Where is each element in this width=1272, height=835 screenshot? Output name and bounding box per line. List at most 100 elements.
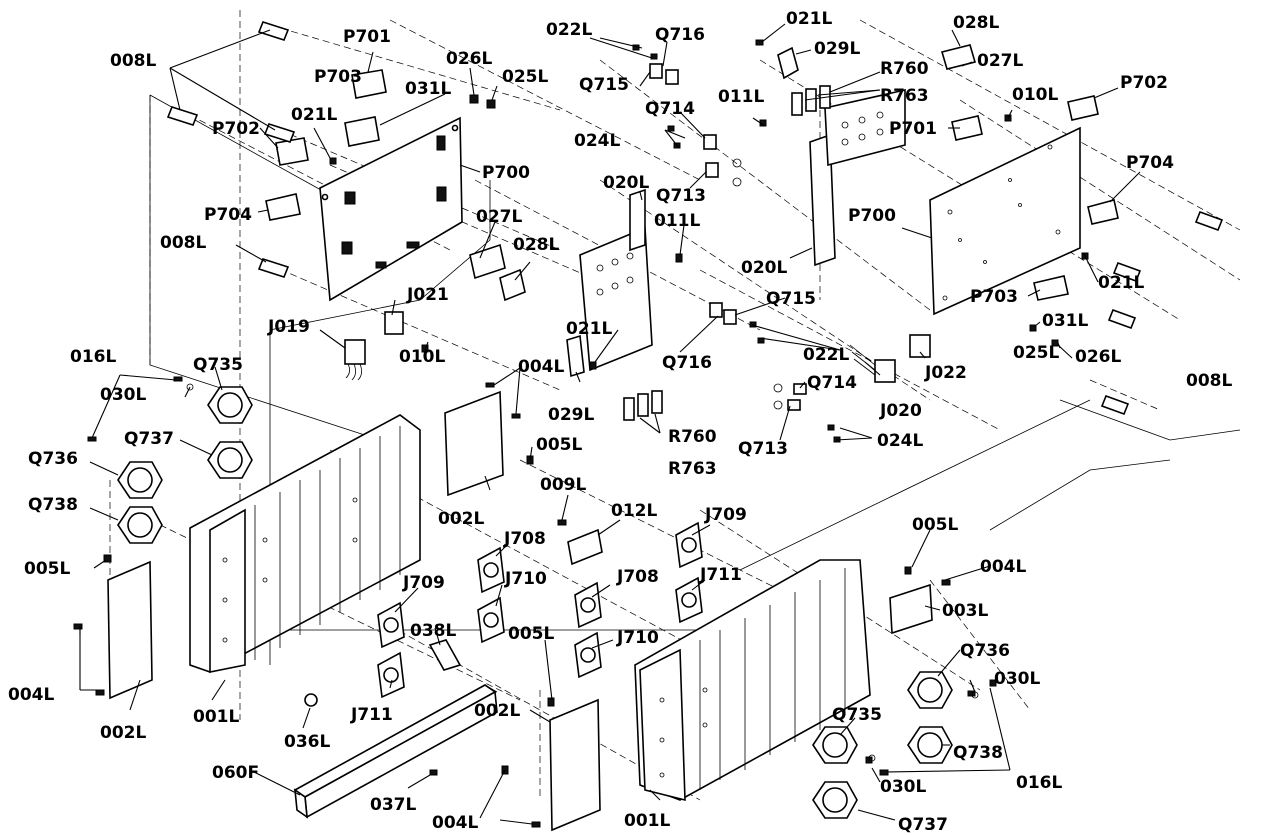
label-j022: J022 (924, 363, 967, 383)
label-001l: 001L (624, 811, 670, 831)
connectors (265, 69, 1119, 301)
label-021l: 021L (291, 105, 337, 125)
pc-board-p700-right (929, 126, 1081, 316)
label-027l: 027L (476, 207, 522, 227)
label-028l: 028L (513, 235, 559, 255)
label-j020: J020 (879, 401, 922, 421)
label-026l: 026L (446, 49, 492, 69)
label-j709: J709 (402, 573, 445, 593)
label-005l: 005L (912, 515, 958, 535)
label-p702: P702 (212, 119, 260, 139)
cable-connectors (344, 311, 931, 383)
label-005l: 005L (24, 559, 70, 579)
label-031l: 031L (1042, 311, 1088, 331)
label-008l: 008L (1186, 371, 1232, 391)
label-016l: 016L (70, 347, 116, 367)
label-j711: J711 (350, 705, 393, 725)
label-021l: 021L (1098, 273, 1144, 293)
label-p704: P704 (1126, 153, 1174, 173)
label-030l: 030L (880, 777, 926, 797)
label-025l: 025L (1013, 343, 1059, 363)
label-j711: J711 (699, 565, 742, 585)
label-024l: 024L (877, 431, 923, 451)
label-004l: 004L (980, 557, 1026, 577)
label-p702: P702 (1120, 73, 1168, 93)
small-transistors (649, 63, 807, 411)
leader-lines (79, 23, 1141, 825)
label-020l: 020L (741, 258, 787, 278)
label-027l: 027L (977, 51, 1023, 71)
label-025l: 025L (502, 67, 548, 87)
label-003l: 003L (942, 601, 988, 621)
label-008l: 008L (110, 51, 156, 71)
label-q735: Q735 (832, 705, 882, 725)
label-031l: 031L (405, 79, 451, 99)
label-024l: 024L (574, 131, 620, 151)
label-r760: R760 (880, 59, 929, 79)
label-005l: 005L (536, 435, 582, 455)
label-004l: 004L (8, 685, 54, 705)
misc-hardware (73, 39, 1089, 828)
label-q714: Q714 (807, 373, 857, 393)
label-022l: 022L (803, 345, 849, 365)
bracket-020l-left (579, 188, 653, 372)
label-r760: R760 (668, 427, 717, 447)
mounting-plates (107, 390, 933, 832)
label-q716: Q716 (662, 353, 712, 373)
label-p703: P703 (314, 67, 362, 87)
label-060f: 060F (212, 763, 259, 783)
label-q738: Q738 (28, 495, 78, 515)
label-004l: 004L (432, 813, 478, 833)
label-j019: J019 (267, 317, 310, 337)
label-002l: 002L (438, 509, 484, 529)
label-010l: 010L (399, 347, 445, 367)
label-016l: 016L (1016, 773, 1062, 793)
label-012l: 012L (611, 501, 657, 521)
label-q715: Q715 (579, 75, 629, 95)
power-transistors (117, 386, 953, 819)
label-q736: Q736 (960, 641, 1010, 661)
bracket-020l-right (809, 89, 906, 267)
label-005l: 005L (508, 624, 554, 644)
label-022l: 022L (546, 20, 592, 40)
label-q737: Q737 (124, 429, 174, 449)
label-029l: 029L (814, 39, 860, 59)
label-021l: 021L (786, 9, 832, 29)
label-j708: J708 (503, 529, 546, 549)
label-q735: Q735 (193, 355, 243, 375)
label-p701: P701 (889, 119, 937, 139)
label-q737: Q737 (898, 815, 948, 835)
label-008l: 008L (160, 233, 206, 253)
label-q716: Q716 (655, 25, 705, 45)
insulators (377, 521, 703, 699)
pc-board-p700-left (319, 116, 463, 302)
label-038l: 038L (410, 621, 456, 641)
heatsink-001l-left (189, 414, 421, 673)
label-011l: 011L (654, 211, 700, 231)
resistors-r760-r763 (623, 85, 831, 421)
label-p701: P701 (343, 27, 391, 47)
label-002l: 002L (100, 723, 146, 743)
label-011l: 011L (718, 87, 764, 107)
label-q715: Q715 (766, 289, 816, 309)
label-j708: J708 (616, 567, 659, 587)
label-j021: J021 (406, 285, 449, 305)
label-j710: J710 (616, 628, 659, 648)
label-004l: 004L (518, 357, 564, 377)
label-q714: Q714 (645, 99, 695, 119)
label-029l: 029L (548, 405, 594, 425)
label-030l: 030L (100, 385, 146, 405)
label-p700: P700 (482, 163, 530, 183)
label-q738: Q738 (953, 743, 1003, 763)
label-030l: 030L (994, 669, 1040, 689)
heatsink-001l-right (634, 559, 871, 802)
label-009l: 009L (540, 475, 586, 495)
label-p704: P704 (204, 205, 252, 225)
label-r763: R763 (880, 86, 929, 106)
label-q736: Q736 (28, 449, 78, 469)
label-q713: Q713 (656, 186, 706, 206)
label-j710: J710 (504, 569, 547, 589)
label-r763: R763 (668, 459, 717, 479)
label-026l: 026L (1075, 347, 1121, 367)
